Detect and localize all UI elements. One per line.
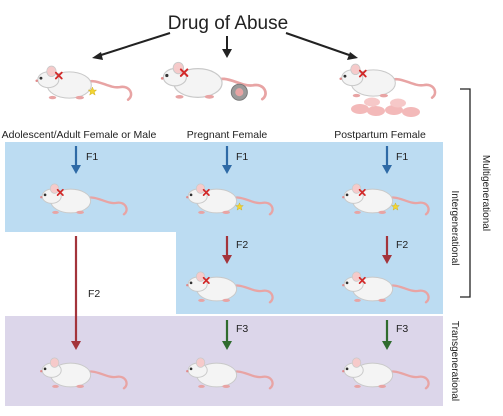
postpartum-mouse-icon (338, 62, 437, 99)
group-label-adult: Adolescent/Adult Female or Male (2, 129, 157, 141)
title: Drug of Abuse (168, 13, 288, 34)
f2-label-1: F2 (88, 288, 100, 300)
side-label-intergenerational: Intergenerational (449, 190, 460, 265)
drug-arrows (92, 32, 358, 60)
f1-label-2: F1 (236, 151, 248, 163)
group-label-postpartum: Postpartum Female (334, 129, 426, 141)
pups-icon (351, 97, 420, 117)
group-label-pregnant: Pregnant Female (187, 129, 268, 141)
intergenerational-band-top (5, 142, 443, 232)
side-label-multigenerational: Multigenerational (480, 155, 491, 231)
f1-arrows (71, 146, 392, 174)
transgenerational-band (5, 316, 443, 406)
side-label-transgenerational: Transgenerational (449, 321, 460, 401)
f3-label-2: F3 (396, 323, 408, 335)
f2-label-3: F2 (396, 239, 408, 251)
f3-arrows (222, 320, 392, 350)
f2-arrows (71, 236, 392, 350)
f3-label-1: F3 (236, 323, 248, 335)
multigenerational-bracket (460, 88, 471, 298)
f1-label-1: F1 (86, 151, 98, 163)
pregnant-mouse-icon (159, 60, 267, 101)
f1-label-3: F1 (396, 151, 408, 163)
adult-mouse-icon (34, 64, 133, 101)
f2-label-2: F2 (236, 239, 248, 251)
